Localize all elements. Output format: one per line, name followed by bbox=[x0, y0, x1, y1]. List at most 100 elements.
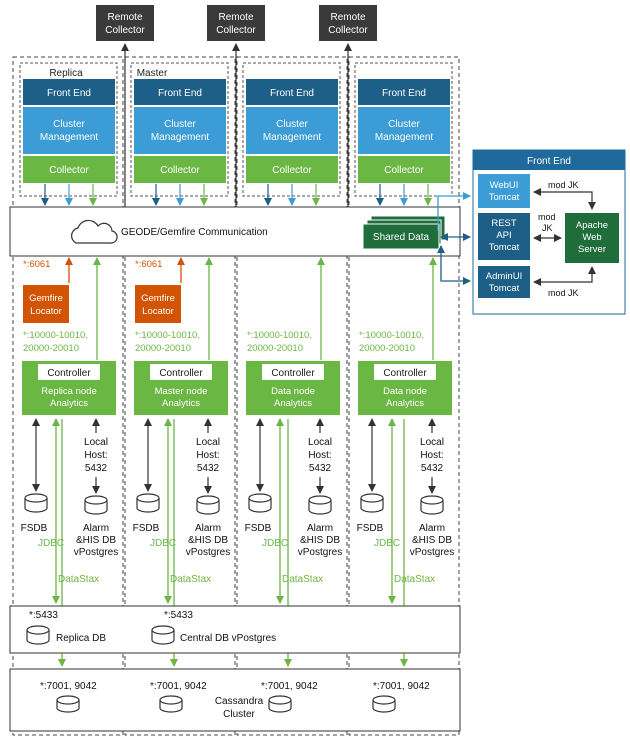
adminui-label: Tomcat bbox=[489, 283, 520, 294]
locator-label: Locator bbox=[30, 306, 62, 317]
webui-label: Tomcat bbox=[489, 192, 520, 203]
cluster-management-label: Management bbox=[40, 132, 99, 143]
cassandra-cluster-bar: *:7001, 9042 *:7001, 9042 *:7001, 9042 *… bbox=[9, 668, 461, 732]
cloud-icon bbox=[70, 219, 118, 244]
alarm-db-label: Alarm bbox=[419, 523, 445, 534]
remote-collector-2: Remote Collector bbox=[207, 5, 265, 41]
analytics-label: Data node bbox=[271, 386, 315, 397]
shared-data-label: Shared Data bbox=[373, 232, 430, 243]
local-host-label: Host: bbox=[420, 450, 443, 461]
alarm-db-label: &HIS DB bbox=[412, 535, 452, 546]
controller-box bbox=[38, 364, 100, 380]
ports-label: 20000-20010 bbox=[359, 343, 415, 354]
postgres-bar: *:5433 *:5433 Replica DB Central DB vPos… bbox=[9, 605, 461, 654]
controller-geode-arrows bbox=[93, 257, 437, 360]
controller-box bbox=[150, 364, 212, 380]
cluster-management-label: Cluster bbox=[164, 119, 196, 130]
apache-label: Apache bbox=[576, 220, 608, 231]
remote-collector-label: Remote bbox=[218, 12, 253, 23]
cassandra-port: *:7001, 9042 bbox=[261, 681, 318, 692]
cluster-management-label: Cluster bbox=[276, 119, 308, 130]
frontend-panel-title: Front End bbox=[527, 156, 571, 167]
analytics-node-4: Controller Data node Analytics bbox=[358, 361, 452, 415]
local-host-labels: Local Host: 5432 Local Host: 5432 Local … bbox=[84, 437, 444, 474]
geode-label: GEODE/Gemfire Communication bbox=[121, 227, 268, 238]
alarm-db-icon bbox=[420, 495, 444, 515]
local-host-label: 5432 bbox=[85, 463, 108, 474]
collector-label: Collector bbox=[160, 165, 200, 176]
postgres-port: *:5433 bbox=[29, 610, 58, 621]
locator-label: Locator bbox=[142, 306, 174, 317]
remote-collector-label: Remote bbox=[330, 12, 365, 23]
database-cylinders bbox=[24, 493, 444, 515]
front-end-label: Front End bbox=[382, 88, 426, 99]
alarm-db-label: &HIS DB bbox=[300, 535, 340, 546]
fsdb-label: FSDB bbox=[245, 523, 272, 534]
locator-port: *:6061 bbox=[23, 259, 50, 270]
alarm-db-label: &HIS DB bbox=[76, 535, 116, 546]
local-host-label: Local bbox=[196, 437, 220, 448]
ports-label: 20000-20010 bbox=[247, 343, 303, 354]
ports-label: *:10000-10010, bbox=[135, 330, 200, 341]
remote-collector-label: Collector bbox=[328, 25, 368, 36]
jdbc-label: JDBC bbox=[38, 538, 64, 549]
node-4-top: Front End Cluster Management Collector bbox=[354, 62, 453, 197]
front-end-box bbox=[358, 79, 450, 105]
postgres-port: *:5433 bbox=[164, 610, 193, 621]
adminui-label: AdminUI bbox=[486, 271, 522, 282]
remote-collector-label: Collector bbox=[216, 25, 256, 36]
collector-box bbox=[134, 156, 226, 183]
local-host-label: 5432 bbox=[421, 463, 444, 474]
fsdb-label: FSDB bbox=[357, 523, 384, 534]
local-host-label: Host: bbox=[308, 450, 331, 461]
analytics-node-3: Controller Data node Analytics bbox=[246, 361, 340, 415]
rest-label: API bbox=[496, 230, 511, 241]
alarm-db-label: Alarm bbox=[83, 523, 109, 534]
cluster-management-label: Cluster bbox=[388, 119, 420, 130]
cassandra-db-icon bbox=[268, 695, 292, 713]
controller-label: Controller bbox=[47, 368, 91, 379]
rest-label: REST bbox=[491, 218, 517, 229]
local-db-arrows bbox=[32, 418, 436, 494]
node-3-top: Front End Cluster Management Collector bbox=[242, 62, 341, 197]
locator-label: Gemfire bbox=[141, 293, 175, 304]
frontend-panel: Front End WebUI Tomcat REST API Tomcat A… bbox=[472, 149, 626, 315]
fsdb-icon bbox=[24, 493, 48, 513]
fsdb-label: FSDB bbox=[21, 523, 48, 534]
ports-label: *:10000-10010, bbox=[23, 330, 88, 341]
front-end-box bbox=[134, 79, 226, 105]
front-end-box bbox=[246, 79, 338, 105]
apache-web-server-box bbox=[565, 213, 619, 263]
analytics-label: Master node bbox=[155, 386, 208, 397]
geode-communication-bar: GEODE/Gemfire Communication Shared Data bbox=[9, 206, 461, 257]
local-host-label: Local bbox=[308, 437, 332, 448]
controller-label: Controller bbox=[271, 368, 315, 379]
collector-label: Collector bbox=[384, 165, 424, 176]
locator-port: *:6061 bbox=[135, 259, 162, 270]
port-labels: *:10000-10010, 20000-20010 *:10000-10010… bbox=[23, 330, 424, 354]
analytics-label: Replica node bbox=[41, 386, 96, 397]
local-host-label: Host: bbox=[84, 450, 107, 461]
central-db-label: Central DB vPostgres bbox=[180, 633, 276, 644]
remote-collector-1: Remote Collector bbox=[96, 5, 154, 41]
remote-collector-label: Remote bbox=[107, 12, 142, 23]
fsdb-icon bbox=[360, 493, 384, 513]
datastax-label: DataStax bbox=[58, 574, 99, 585]
webui-tomcat-box bbox=[478, 174, 530, 208]
shared-data-box bbox=[362, 223, 440, 250]
jdbc-datastax-labels: JDBC DataStax JDBC DataStax JDBC DataSta… bbox=[38, 538, 435, 585]
collector-label: Collector bbox=[49, 165, 89, 176]
datastax-label: DataStax bbox=[394, 574, 435, 585]
apache-label: Web bbox=[582, 232, 601, 243]
gemfire-locator-2: *:6061 Gemfire Locator bbox=[135, 257, 185, 323]
jdbc-label: JDBC bbox=[262, 538, 288, 549]
fsdb-icon bbox=[136, 493, 160, 513]
front-end-label: Front End bbox=[270, 88, 314, 99]
alarm-db-icon bbox=[308, 495, 332, 515]
node-columns bbox=[12, 56, 460, 736]
alarm-db-label: vPostgres bbox=[410, 547, 454, 558]
modjk-label: JK bbox=[542, 223, 553, 233]
cassandra-port: *:7001, 9042 bbox=[150, 681, 207, 692]
collector-label: Collector bbox=[272, 165, 312, 176]
